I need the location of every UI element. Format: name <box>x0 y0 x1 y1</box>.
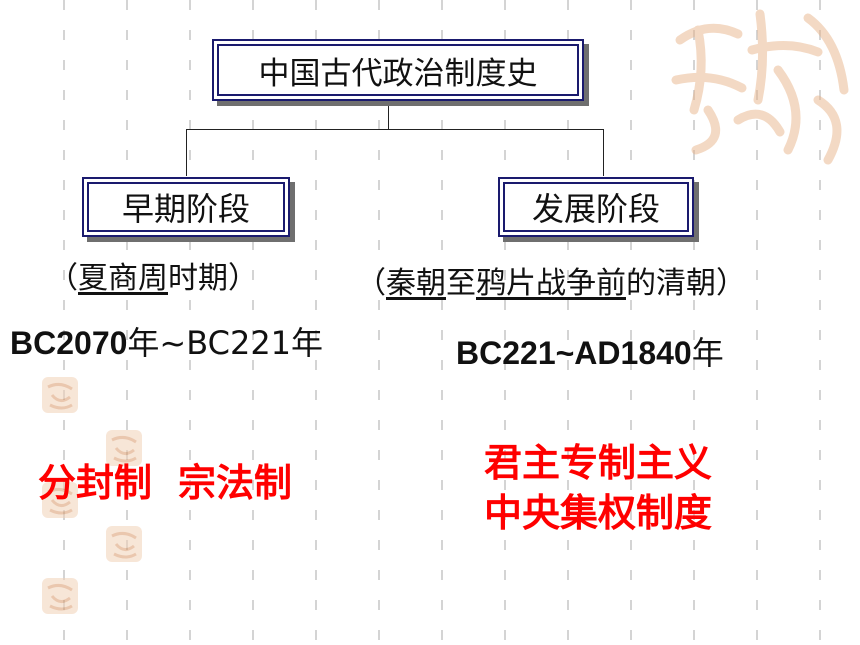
seal-icon <box>42 482 78 518</box>
early-years: BC2070年~BC221年 <box>10 324 324 362</box>
calligraphy-watermark-icon <box>671 9 849 165</box>
page-title: 中国古代政治制度史 <box>258 55 538 92</box>
early-period-dynasties: 夏商周 <box>78 261 168 296</box>
early-system-fief: 分封制 <box>38 461 153 505</box>
development-stage-label: 发展阶段 <box>531 190 660 228</box>
early-system-clan: 宗法制 <box>178 461 293 505</box>
development-stage-box: 发展阶段 <box>498 177 694 237</box>
connector-horizontal <box>186 129 604 130</box>
seal-icon <box>106 430 142 466</box>
connector-right <box>603 129 604 176</box>
seal-icon <box>42 377 78 413</box>
development-system-centralization: 中央集权制度 <box>484 491 713 535</box>
development-system-autocracy: 君主专制主义 <box>484 441 713 485</box>
development-period: （秦朝至鸦片战争前的清朝） <box>356 266 746 301</box>
early-stage-label: 早期阶段 <box>121 190 250 228</box>
connector-left <box>186 129 187 176</box>
development-years: BC221~AD1840年 <box>456 334 724 372</box>
development-systems: 君主专制主义 中央集权制度 <box>484 438 712 538</box>
early-period: （夏商周时期） <box>48 261 258 296</box>
title-box: 中国古代政治制度史 <box>212 39 584 101</box>
development-period-end: 鸦片战争前 <box>476 266 626 301</box>
connector-trunk <box>388 104 389 130</box>
development-period-start: 秦朝 <box>386 266 446 301</box>
early-stage-box: 早期阶段 <box>82 177 290 237</box>
seal-icon <box>42 578 78 614</box>
seal-icon <box>106 526 142 562</box>
early-systems: 分封制宗法制 <box>38 458 292 508</box>
